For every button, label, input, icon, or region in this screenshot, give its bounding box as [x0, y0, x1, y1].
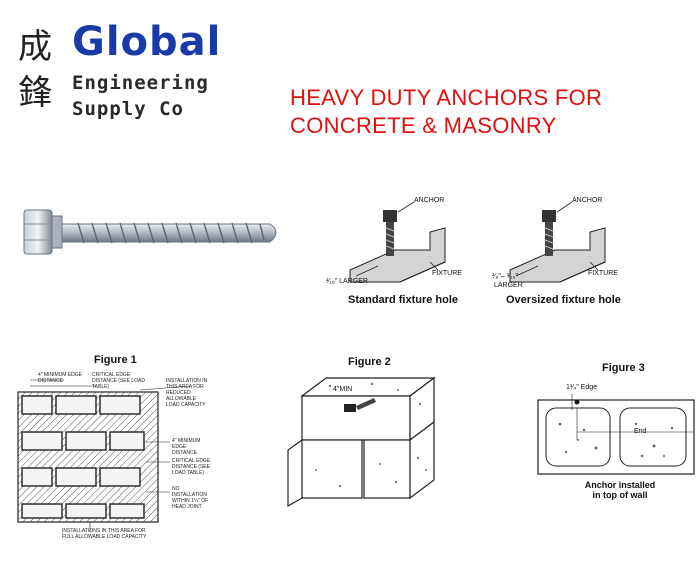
figure3-end-label: End	[634, 428, 647, 435]
figure3-caption-line-2: in top of wall	[592, 490, 648, 500]
figure1-label-min-edge-side: 4" MINIMUM EDGE DISTANCE	[172, 438, 201, 456]
figure2-title: Figure 2	[348, 356, 391, 368]
headline-line-2: CONCRETE & MASONRY	[290, 113, 557, 138]
figure1-title: Figure 1	[94, 354, 137, 366]
logo-cjk-char-2: 鋒	[18, 73, 52, 113]
logo-brand-line-2: Supply Co	[72, 98, 184, 120]
figure3-edge-label: 1³⁄₄" Edge	[566, 384, 598, 391]
oversized-size-label-2: LARGER	[494, 282, 523, 289]
logo-cjk-char-1: 成	[18, 27, 52, 67]
headline-line-1: HEAVY DUTY ANCHORS FOR	[290, 85, 603, 110]
oversized-size-label-1: ¹⁄₈"– ³⁄₁₆"	[492, 273, 518, 280]
oversized-anchor-label: ANCHOR	[572, 197, 603, 204]
oversized-caption: Oversized fixture hole	[506, 294, 621, 306]
standard-caption: Standard fixture hole	[348, 294, 459, 306]
headline: HEAVY DUTY ANCHORS FOR CONCRETE & MASONR…	[290, 84, 602, 140]
figure1-label-install-area: INSTALLATION IN THIS AREA FOR REDUCED AL…	[166, 378, 208, 408]
figure1-label-no-install: NO INSTALLATION WITHIN 1¼" OF HEAD JOINT	[172, 486, 209, 510]
logo-brand-line-1: Engineering	[72, 72, 209, 94]
logo-brand-name: Global	[72, 19, 222, 65]
figure3-caption: Anchor installed in top of wall	[584, 480, 656, 500]
standard-fixture-label: FIXTURE	[432, 270, 462, 277]
standard-anchor-label: ANCHOR	[414, 197, 445, 204]
figure1-label-full-capacity: INSTALLATIONS IN THIS AREA FOR FULL ALLO…	[62, 528, 147, 540]
figure1-label-critical-side: CRITICAL EDGE DISTANCE (SEE LOAD TABLE)	[172, 458, 211, 476]
oversized-fixture-label: FIXTURE	[588, 270, 618, 277]
figure1-label-min-edge-top: 4" MINIMUM EDGE DISTANCE	[38, 372, 82, 384]
figure3-caption-line-1: Anchor installed	[584, 480, 656, 490]
figure1-label-critical-top: CRITICAL EDGE DISTANCE (SEE LOAD TABLE)	[92, 372, 145, 390]
standard-size-label: ¹⁄₁₆" LARGER	[326, 278, 368, 285]
figure2-edge-label: 4"MIN	[333, 386, 353, 393]
figure3-title: Figure 3	[602, 362, 645, 374]
